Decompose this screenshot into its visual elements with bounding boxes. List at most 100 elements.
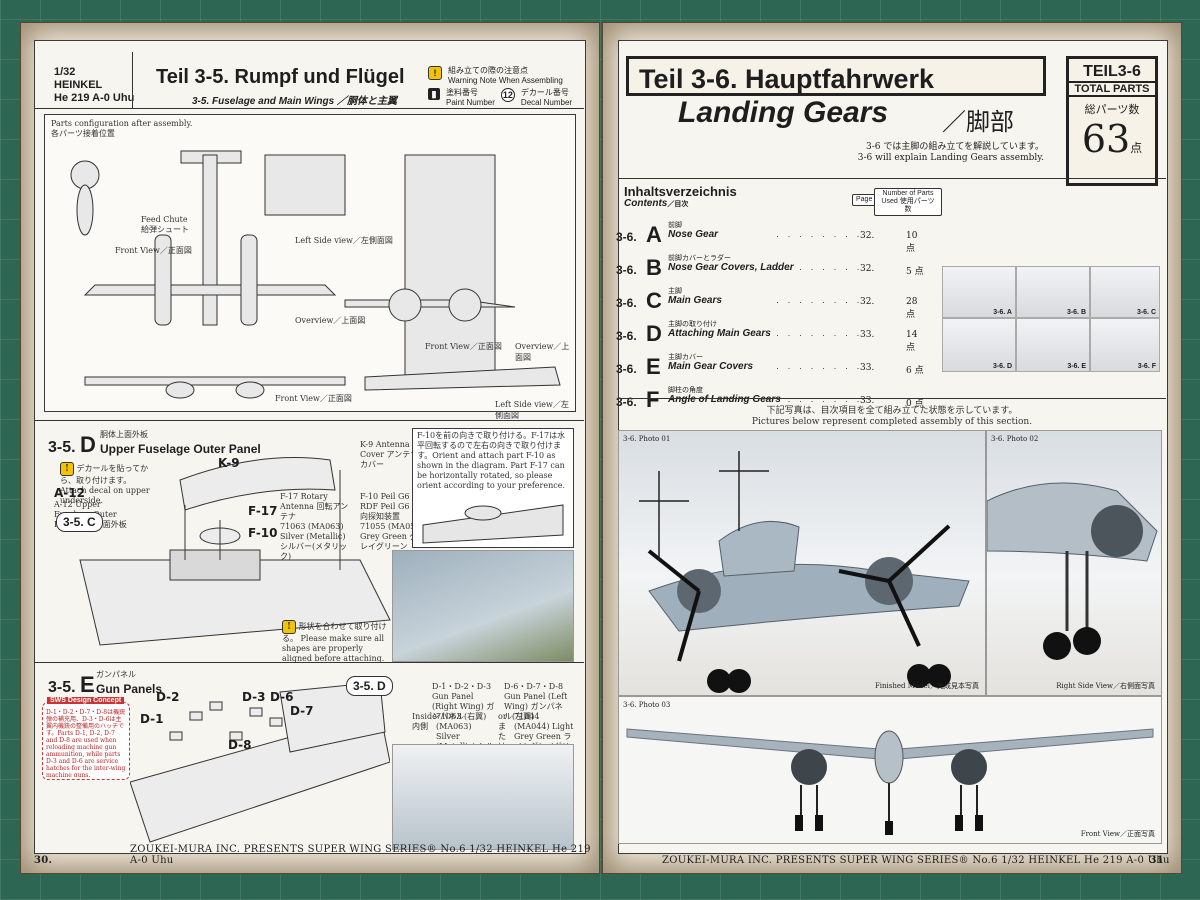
photo-01-label: 3-6. Photo 01	[623, 435, 671, 443]
parts-config-jp: 各パーツ接着位置	[51, 129, 115, 138]
toc-row-en: Angle of Landing Gears	[668, 394, 781, 405]
total-teil: TEIL3-6	[1083, 63, 1141, 80]
legend-jp: デカール番号	[520, 88, 569, 97]
decal-icon: 12	[500, 88, 515, 102]
toc-row-jp: 前脚カバーとラダー	[668, 255, 731, 262]
toc-sub-en: Contents	[624, 198, 668, 209]
toc-row-leader: · · · · · · · ·	[776, 396, 863, 406]
right-wing-note: D-1・D-2・D-3 Gun Panel (Right Wing) ガンパネル…	[432, 682, 495, 721]
header-divider	[132, 52, 133, 108]
page-footer: ZOUKEI-MURA INC. PRESENTS SUPER WING SER…	[662, 855, 1170, 866]
parts-config-caption: Parts configuration after assembly.各パーツ接…	[51, 119, 192, 139]
toc-row-page: 33.	[860, 363, 875, 373]
thumb-label: 3-6. B	[1066, 309, 1086, 316]
toc-row-count: 28 点	[906, 297, 926, 320]
section-d-label: Upper Fuselage Outer Panel	[100, 440, 261, 458]
toc-title: Inhaltsverzeichnis	[624, 184, 737, 199]
ref-3-5-d-text: 3-5. D	[353, 679, 386, 693]
f17-paint: 71063 (MA063) Silver (Metallic) シルバー(メタリ…	[280, 522, 348, 561]
toc-row-count: 14 点	[906, 330, 926, 353]
section-e-letter: E	[80, 672, 95, 697]
design-concept-box: SWS Design Concept D-1・D-2・D-7・D-8は機銃弾の補…	[42, 697, 130, 780]
thumb-label: 3-6. D	[992, 363, 1012, 370]
toc-row-id: 3-6.	[616, 230, 637, 244]
front-view-caption-2: Front View／正面図	[425, 342, 502, 351]
toc-row-count-unit: 点	[914, 267, 924, 277]
part-label: D-8	[228, 738, 252, 752]
explain-en: 3-6 will explain Landing Gears assembly.	[857, 153, 1044, 163]
model-header: 1/32 HEINKEL He 219 A-0 Uhu	[54, 66, 134, 105]
toc-row-en: Nose Gear Covers, Ladder	[668, 262, 794, 273]
left-side-caption-2: Left Side view／左側面図	[495, 400, 569, 420]
part-label: A-12	[54, 486, 85, 500]
left-page: 1/32 HEINKEL He 219 A-0 Uhu Teil 3-5. Ru…	[20, 22, 600, 874]
part-label: D-1	[140, 712, 164, 726]
toc-row-count-unit: 点	[906, 244, 916, 254]
section-e-heading: 3-5. E	[48, 672, 95, 698]
page-subtitle-jp: ／脚部	[942, 109, 1014, 136]
toc-row-id: 3-6.	[616, 263, 637, 277]
toc-row-count-value: 5	[906, 267, 912, 277]
thumb-label: 3-6. E	[1067, 363, 1086, 370]
toc-row-count: 0 点	[906, 396, 924, 409]
legend-en: Warning Note When Assembling	[448, 76, 563, 85]
toc-row-jp: 主脚カバー	[668, 354, 703, 361]
warning-icon: !	[428, 66, 442, 80]
f10-paint: 71055 (MA055) Grey Green グレイグリーン	[360, 522, 424, 551]
toc-row-leader: · · · · · · · ·	[776, 330, 863, 340]
toc-parts-header: Number of Parts Used 使用パーツ数	[874, 188, 942, 216]
thumb-label: 3-6. F	[1137, 363, 1156, 370]
warning-icon: !	[282, 620, 296, 634]
page-subtitle: Landing Gears	[678, 96, 889, 129]
page-title: Teil 3-6. Hauptfahrwerk	[626, 56, 1046, 96]
toc-row-count: 10 点	[906, 231, 926, 254]
thumb-3-6-e: 3-6. E	[1016, 318, 1090, 372]
section-d-label-jp: 胴体上面外板	[100, 430, 148, 439]
aircraft-photo-01	[639, 451, 970, 693]
toc-row-letter: B	[646, 255, 662, 280]
toc-row-leader: · · · · · · · ·	[776, 297, 863, 307]
total-label: TOTAL PARTS	[1069, 81, 1155, 97]
section-e-label: Gun Panels	[96, 680, 162, 698]
maker-label: HEINKEL	[54, 79, 103, 91]
orientation-note-panel: F-10を前の向きで取り付ける。F-17は水平回転するので左右の向きで取り付けま…	[412, 428, 574, 548]
front-view-caption-3: Front View／正面図	[275, 394, 352, 403]
legend-en: Decal Number	[520, 98, 573, 107]
explain-jp: 3-6 では主脚の組み立てを解説しています。	[865, 142, 1044, 152]
warning-icon: !	[60, 462, 74, 476]
section-e-drawing	[130, 681, 390, 843]
feed-chute-jp: 給弾シュート	[141, 225, 189, 234]
total-count: 63	[1081, 117, 1131, 161]
page-subtitle: 3-5. Fuselage and Main Wings ／胴体と主翼	[192, 92, 397, 107]
toc-row-en: Nose Gear	[668, 229, 719, 240]
toc-row-count-value: 6	[906, 366, 912, 376]
toc-row-en: Main Gear Covers	[668, 361, 754, 372]
photo-01: 3-6. Photo 01 Finished Model／完成見本写真	[618, 430, 986, 696]
toc-row-page: 32.	[860, 297, 875, 307]
photo-02: 3-6. Photo 02 Right Side View／右側面写真	[986, 430, 1162, 696]
thumb-3-6-f: 3-6. F	[1090, 318, 1160, 372]
toc-row-leader: · · · · · · · ·	[776, 363, 863, 373]
toc-row-count-unit: 点	[914, 399, 924, 409]
orientation-drawing	[422, 504, 564, 544]
section-explanation: 3-6 では主脚の組み立てを解説しています。3-6 will explain L…	[858, 142, 1044, 164]
feed-chute-en: Feed Chute	[141, 215, 188, 224]
front-view-caption: Front View／正面図	[115, 246, 192, 255]
toc-row-id: 3-6.	[616, 329, 637, 343]
toc-row-jp: 主脚	[668, 288, 682, 295]
left-side-caption: Left Side view／左側面図	[295, 236, 393, 245]
model-label: He 219 A-0 Uhu	[54, 92, 135, 104]
aircraft-line-drawings	[70, 150, 561, 399]
section-d-heading: 3-5. D	[48, 432, 96, 458]
total-parts-box: TEIL3-6 TOTAL PARTS 総パーツ数 63点	[1066, 56, 1158, 186]
decal-note: ! デカールを貼ってから、取り付けます。 Attach decal on upp…	[60, 462, 160, 506]
thumb-3-6-d: 3-6. D	[942, 318, 1016, 372]
parts-config-en: Parts configuration after assembly.	[51, 119, 193, 128]
